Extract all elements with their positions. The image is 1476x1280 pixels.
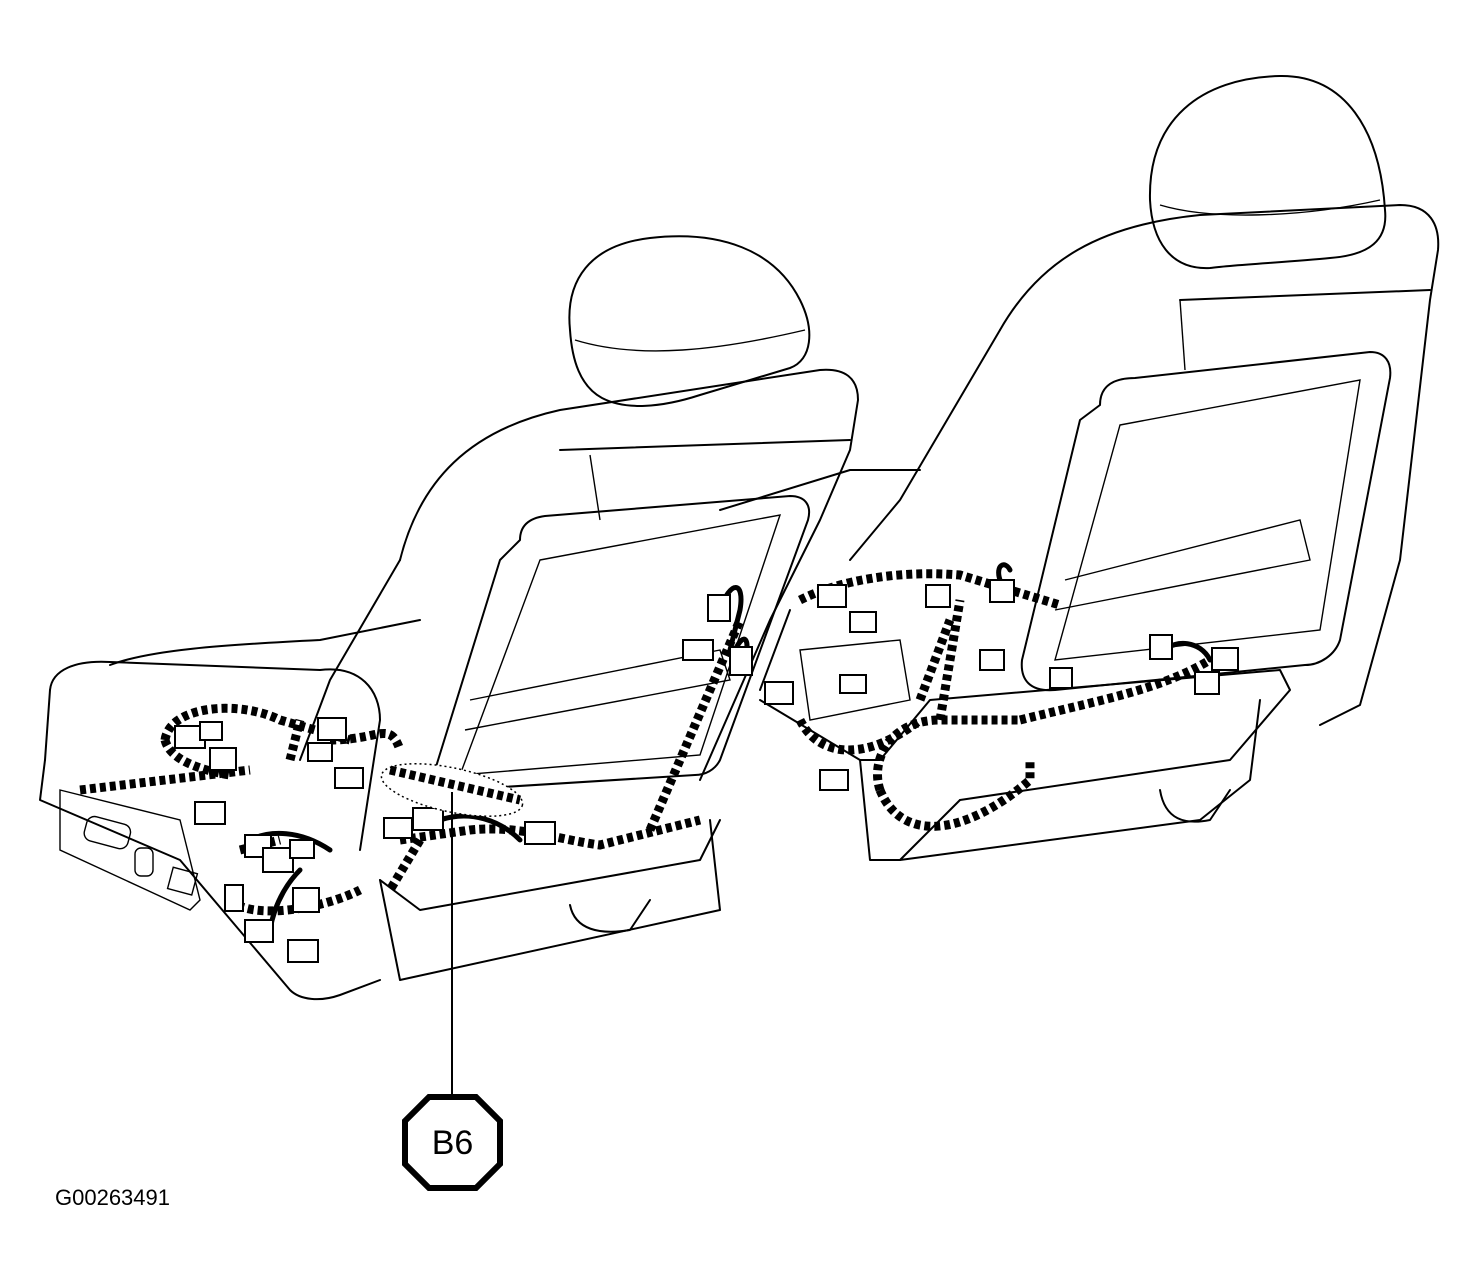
callout-label: B6 xyxy=(432,1124,474,1162)
right-seat-illustration xyxy=(719,74,1440,861)
b6-harness-highlight xyxy=(380,763,524,817)
callout-octagon xyxy=(402,1094,503,1191)
figure-id: G00263491 xyxy=(55,1185,170,1210)
left-seat-illustration xyxy=(39,235,859,1001)
callout-b6: B6 xyxy=(402,792,503,1191)
